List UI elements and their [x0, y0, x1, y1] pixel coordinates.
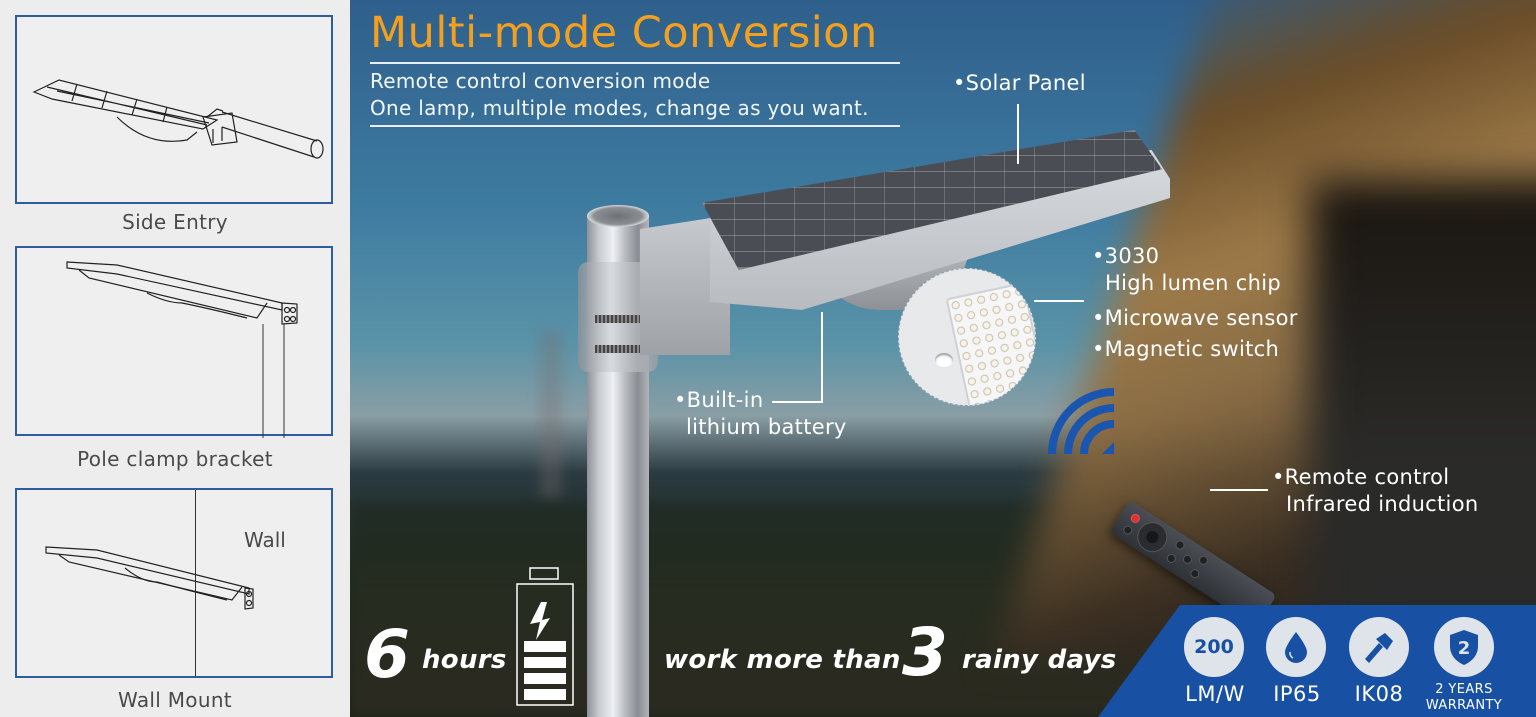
side-entry-label: Side Entry — [122, 210, 228, 234]
background-tower — [540, 330, 562, 500]
wall-mount-label: Wall Mount — [118, 688, 232, 712]
ip-rating-label: IP65 — [1273, 682, 1321, 706]
battery-leader-line-horizontal — [772, 401, 823, 403]
battery-callout-line-1: •Built-in — [674, 388, 764, 412]
sensor-hole — [935, 353, 953, 367]
shield-2-icon: 2 — [1434, 617, 1494, 677]
remote-button — [1181, 553, 1194, 566]
warranty-label-line-1: 2 YEARS — [1435, 682, 1493, 697]
rainy-days-prefix: work more than — [664, 645, 901, 675]
solar-panel-callout: •Solar Panel — [953, 71, 1086, 95]
ik-rating-label: IK08 — [1354, 682, 1404, 706]
wall-label: Wall — [244, 528, 286, 552]
remote-button — [1121, 523, 1134, 537]
chip-callout-line-1: •3030 — [1092, 244, 1160, 268]
hammer-icon — [1349, 617, 1409, 677]
subtitle-line-1: Remote control conversion mode — [370, 69, 711, 93]
title-divider-top — [370, 62, 900, 64]
rainy-days-suffix: rainy days — [962, 645, 1117, 675]
mounting-options-panel: Side Entry Pole clamp bracket Wall — [0, 0, 350, 717]
wall-mount-lamp-drawing — [45, 546, 254, 610]
remote-leader-line — [1210, 489, 1268, 491]
ik-rating-badge — [1349, 617, 1409, 677]
pole-clamp-label: Pole clamp bracket — [77, 447, 273, 471]
hours-label: hours — [422, 645, 507, 675]
battery-callout-line-2: lithium battery — [686, 415, 847, 439]
lamp-pole-top — [587, 205, 649, 227]
ip-rating-badge — [1266, 617, 1326, 677]
hours-number: 6 — [364, 616, 410, 693]
solar-panel-leader-line — [1017, 104, 1019, 164]
wall-mount-diagram: Wall — [15, 488, 333, 678]
side-entry-diagram — [15, 15, 333, 204]
remote-button — [1165, 552, 1178, 565]
side-entry-lamp-drawing — [32, 79, 324, 159]
chip-leader-line — [1034, 300, 1084, 302]
magnetic-switch-callout: •Magnetic switch — [1092, 337, 1280, 361]
signal-waves-icon — [1048, 388, 1115, 455]
rainy-days-number: 3 — [902, 614, 948, 691]
warranty-badge: 2 — [1434, 617, 1494, 677]
battery-charging-icon — [516, 567, 574, 706]
battery-leader-line-vertical — [821, 312, 823, 402]
pole-clamp-lamp-drawing — [66, 261, 298, 438]
page-title: Multi-mode Conversion — [370, 8, 878, 58]
remote-button — [1173, 538, 1187, 552]
remote-button — [1188, 567, 1202, 580]
led-board — [945, 281, 1035, 405]
pole-clamp-diagram — [15, 246, 333, 438]
efficacy-label: LM/W — [1185, 682, 1245, 706]
remote-callout-line-1: •Remote control — [1272, 465, 1450, 489]
remote-callout-line-2: Infrared induction — [1286, 492, 1479, 516]
wall-line — [195, 490, 196, 676]
efficacy-200-icon: 200 — [1184, 617, 1244, 677]
water-drop-icon — [1266, 617, 1326, 677]
svg-text:2: 2 — [1458, 638, 1471, 659]
title-divider-bottom — [370, 125, 900, 127]
microwave-sensor-callout: •Microwave sensor — [1092, 306, 1298, 330]
warranty-label-line-2: WARRANTY — [1425, 698, 1503, 713]
chip-callout-line-2: High lumen chip — [1105, 271, 1281, 295]
remote-button — [1197, 554, 1210, 567]
efficacy-badge: 200 — [1184, 617, 1244, 677]
led-chip-closeup — [898, 268, 1036, 406]
background-house-shadow — [1310, 180, 1536, 640]
subtitle-line-2: One lamp, multiple modes, change as you … — [370, 96, 869, 120]
remote-power-button — [1129, 512, 1142, 525]
